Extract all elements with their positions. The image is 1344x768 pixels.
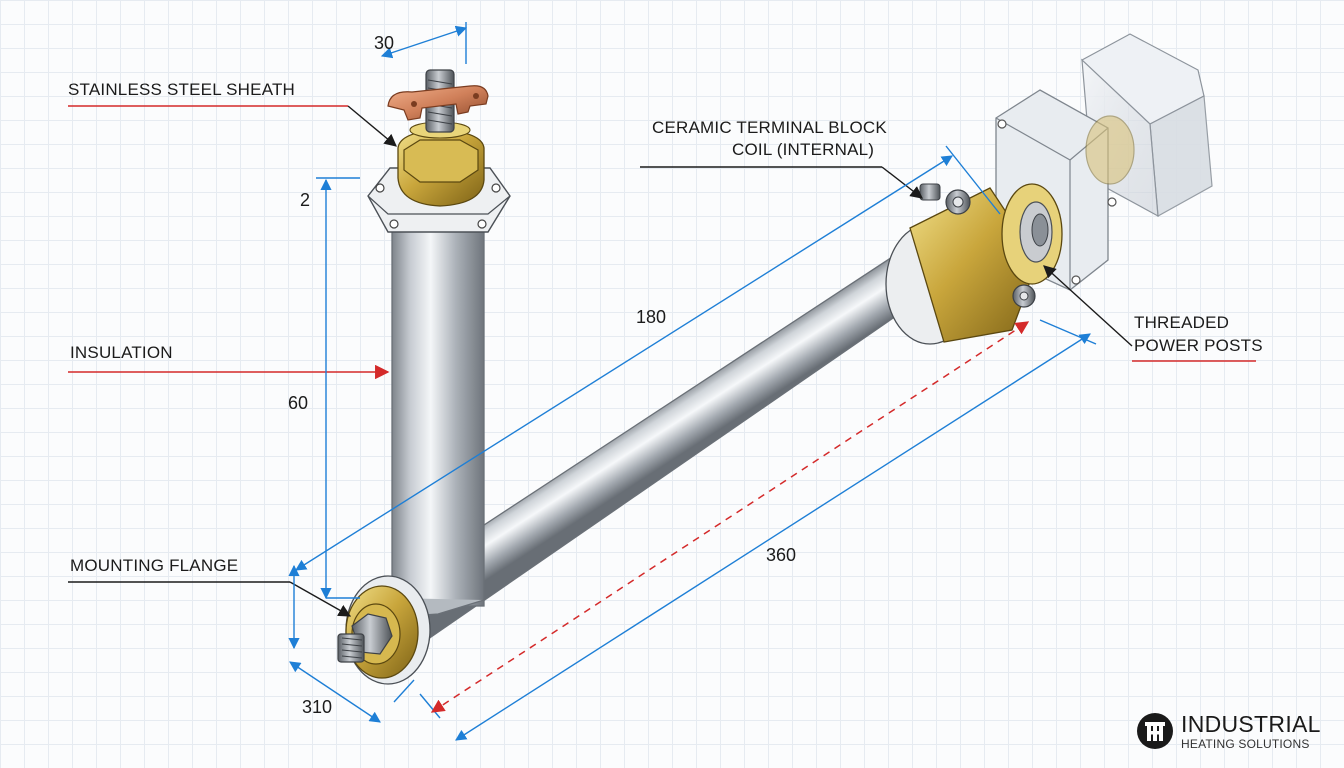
flange-leader — [289, 581, 352, 617]
dim-line-30 — [380, 25, 468, 59]
dim-line-310 — [289, 661, 381, 723]
label-stainless-steel-sheath: STAINLESS STEEL SHEATH — [68, 80, 296, 99]
label-ceramic-terminal-block: CERAMIC TERMINAL BLOCK — [652, 118, 887, 137]
label-insulation: INSULATION — [70, 343, 173, 362]
bottom-fitting — [337, 575, 431, 685]
label-mounting-flange: MOUNTING FLANGE — [70, 556, 239, 575]
logo-mark-icon — [1137, 713, 1173, 749]
dim-top-offset: 2 — [300, 190, 311, 210]
centerline-dashed — [430, 321, 1030, 713]
right-fitting — [885, 183, 1063, 345]
label-coil-internal: COIL (INTERNAL) — [732, 140, 875, 159]
dim-diagonal-length: 180 — [636, 307, 667, 327]
label-threaded: THREADED — [1134, 313, 1230, 332]
logo-title: INDUSTRIAL — [1181, 710, 1321, 737]
dim-vertical-length: 60 — [288, 393, 309, 413]
dim-overall-length: 360 — [766, 545, 797, 565]
junction-box — [995, 33, 1213, 291]
vertical-sheath — [391, 217, 485, 616]
logo-subtitle: HEATING SOLUTIONS — [1181, 736, 1310, 751]
company-logo: INDUSTRIAL HEATING SOLUTIONS — [1136, 712, 1321, 750]
top-fitting — [367, 69, 511, 233]
label-power-posts: POWER POSTS — [1134, 336, 1263, 355]
terminal-block-leader — [881, 166, 923, 199]
sheath-leader — [347, 105, 397, 147]
dim-base-width: 310 — [302, 697, 333, 717]
posts-leader — [1043, 265, 1133, 347]
dim-top-width: 30 — [374, 33, 395, 53]
